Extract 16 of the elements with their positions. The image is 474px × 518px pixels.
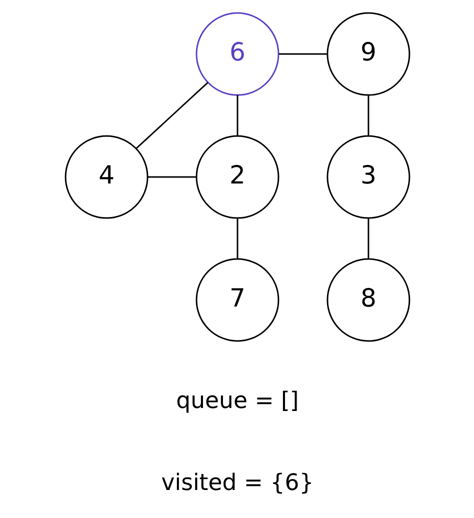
connector <box>236 218 238 259</box>
node-circle: 7 <box>195 258 279 342</box>
connector <box>147 176 196 178</box>
connector <box>278 53 327 55</box>
node-circle: 3 <box>326 135 410 219</box>
node-circle: 9 <box>326 12 410 96</box>
label: queue = [] <box>176 388 298 414</box>
connector <box>236 95 238 136</box>
node-circle: 2 <box>195 135 279 219</box>
label: visited = {6} <box>160 470 314 496</box>
connector <box>135 82 208 150</box>
connector <box>367 95 369 136</box>
node-circle: 8 <box>326 258 410 342</box>
node-circle: 4 <box>64 135 148 219</box>
node-circle: 6 <box>195 12 279 96</box>
connector <box>367 218 369 259</box>
